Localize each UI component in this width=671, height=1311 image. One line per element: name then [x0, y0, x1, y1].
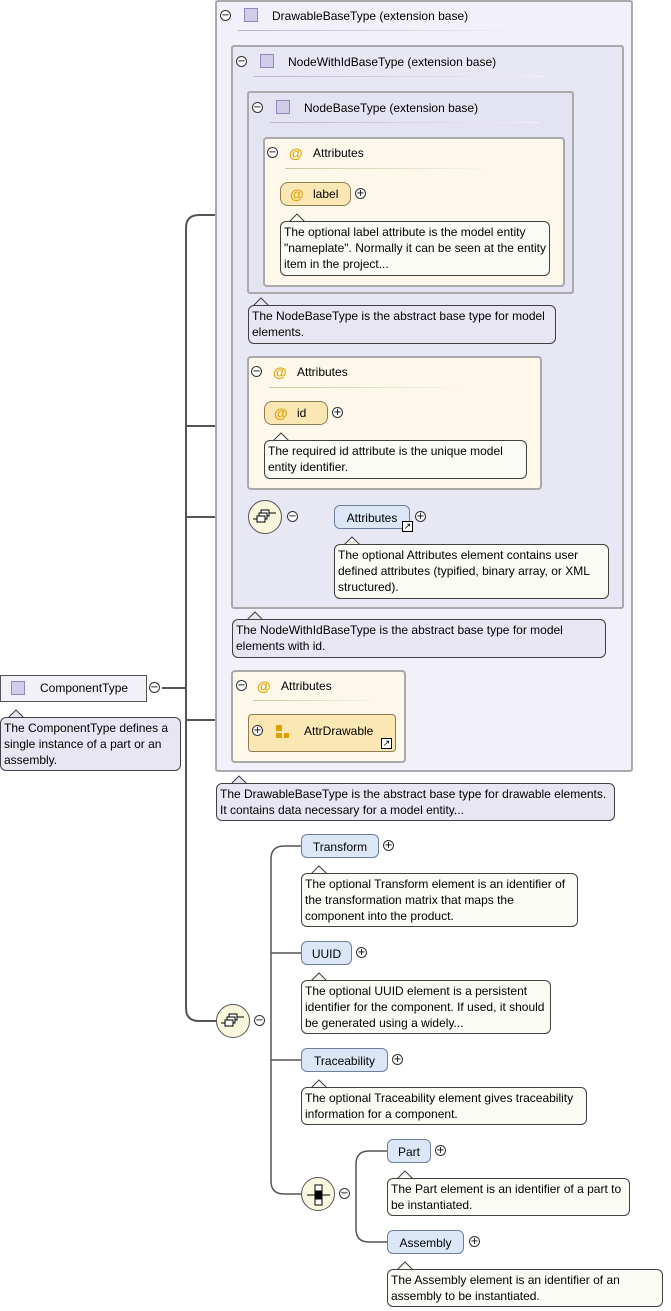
- note-tail: [397, 1261, 413, 1270]
- collapse-attributes-icon[interactable]: −: [267, 147, 278, 158]
- expand-traceability-icon[interactable]: +: [392, 1054, 403, 1065]
- complex-type-icon: [244, 8, 258, 22]
- sequence-compositor-icon[interactable]: [248, 500, 282, 534]
- expand-attributes-element-icon[interactable]: +: [415, 511, 426, 522]
- uuid-element[interactable]: UUID: [301, 941, 352, 965]
- sequence-compositor-icon[interactable]: [216, 1004, 250, 1038]
- id-attribute[interactable]: [264, 401, 328, 425]
- note-tail: [289, 213, 305, 222]
- component-type-name: ComponentType: [40, 681, 129, 695]
- reference-link-icon[interactable]: ↗: [402, 521, 413, 532]
- attributes-element-name: Attributes: [346, 511, 398, 525]
- complex-type-icon: [276, 100, 290, 114]
- collapse-node-with-id-base-icon[interactable]: −: [236, 56, 247, 67]
- header-divider: [285, 168, 495, 169]
- header-divider: [269, 387, 469, 388]
- assembly-element[interactable]: Assembly: [387, 1230, 464, 1254]
- attribute-at-icon: @: [290, 186, 304, 202]
- collapse-drawable-base-icon[interactable]: −: [220, 10, 231, 21]
- complex-type-icon: [260, 54, 274, 68]
- label-attribute[interactable]: [280, 182, 351, 206]
- collapse-node-base-icon[interactable]: −: [252, 102, 263, 113]
- expand-label-icon[interactable]: +: [355, 188, 366, 199]
- label-attribute-note: The optional label attribute is the mode…: [280, 221, 550, 276]
- attr-drawable-group[interactable]: [248, 714, 396, 752]
- id-attribute-note: The required id attribute is the unique …: [264, 440, 527, 479]
- complex-type-icon: [11, 681, 25, 695]
- note-tail: [273, 432, 289, 441]
- traceability-element[interactable]: Traceability: [301, 1048, 388, 1072]
- attribute-at-icon: @: [273, 364, 287, 380]
- choice-compositor-icon[interactable]: [301, 1177, 335, 1211]
- expand-assembly-icon[interactable]: +: [469, 1236, 480, 1247]
- transform-element-name: Transform: [312, 840, 368, 854]
- note-tail: [253, 297, 269, 306]
- attribute-at-icon: @: [257, 678, 271, 694]
- collapse-sequence-icon[interactable]: −: [254, 1015, 265, 1026]
- drawable-base-note: The DrawableBaseType is the abstract bas…: [216, 783, 615, 821]
- collapse-attributes-icon[interactable]: −: [236, 680, 247, 691]
- note-tail: [231, 775, 247, 784]
- attributes-element-note: The optional Attributes element contains…: [334, 544, 609, 599]
- reference-link-icon[interactable]: ↗: [381, 738, 392, 749]
- collapse-sequence-icon[interactable]: −: [287, 511, 298, 522]
- collapse-attributes-icon[interactable]: −: [251, 366, 262, 377]
- note-tail: [311, 972, 327, 981]
- attributes-group-title: Attributes: [313, 146, 364, 160]
- attributes-element[interactable]: Attributes: [334, 505, 410, 529]
- expand-transform-icon[interactable]: +: [383, 840, 394, 851]
- note-tail: [344, 536, 360, 545]
- collapse-choice-icon[interactable]: −: [339, 1188, 350, 1199]
- expand-part-icon[interactable]: +: [435, 1145, 446, 1156]
- header-divider: [253, 700, 383, 701]
- attributes-group-title: Attributes: [297, 365, 348, 379]
- note-tail: [8, 709, 24, 718]
- transform-note: The optional Transform element is an ide…: [301, 873, 578, 927]
- assembly-element-name: Assembly: [399, 1236, 452, 1250]
- drawable-base-title: DrawableBaseType (extension base): [272, 9, 469, 23]
- node-base-note: The NodeBaseType is the abstract base ty…: [248, 305, 556, 344]
- collapse-component-icon[interactable]: −: [149, 682, 160, 693]
- part-element[interactable]: Part: [387, 1139, 431, 1163]
- note-tail: [311, 865, 327, 874]
- header-divider: [270, 122, 540, 123]
- traceability-note: The optional Traceability element gives …: [301, 1087, 587, 1125]
- attribute-group-icon: [276, 725, 289, 738]
- attribute-at-icon: @: [274, 405, 288, 421]
- node-with-id-base-note: The NodeWithIdBaseType is the abstract b…: [232, 619, 606, 658]
- note-tail: [311, 1079, 327, 1088]
- label-attribute-name: label: [313, 187, 339, 201]
- node-with-id-base-title: NodeWithIdBaseType (extension base): [288, 55, 497, 69]
- uuid-note: The optional UUID element is a persisten…: [301, 980, 551, 1034]
- attribute-at-icon: @: [289, 145, 303, 161]
- uuid-element-name: UUID: [311, 947, 342, 961]
- expand-attr-drawable-icon[interactable]: +: [252, 725, 263, 736]
- expand-id-icon[interactable]: +: [332, 407, 343, 418]
- transform-element[interactable]: Transform: [301, 834, 379, 858]
- traceability-element-name: Traceability: [314, 1054, 375, 1068]
- note-tail: [247, 611, 263, 620]
- id-attribute-name: id: [297, 406, 307, 420]
- part-element-name: Part: [397, 1145, 420, 1159]
- expand-uuid-icon[interactable]: +: [356, 947, 367, 958]
- assembly-note: The Assembly element is an identifier of…: [387, 1269, 663, 1307]
- attributes-group-title: Attributes: [281, 679, 332, 693]
- header-divider: [238, 30, 528, 31]
- part-note: The Part element is an identifier of a p…: [387, 1178, 630, 1216]
- component-type-note: The ComponentType defines a single insta…: [0, 717, 181, 771]
- header-divider: [254, 76, 544, 77]
- note-tail: [397, 1170, 413, 1179]
- node-base-title: NodeBaseType (extension base): [304, 101, 479, 115]
- attr-drawable-name: AttrDrawable: [304, 724, 374, 738]
